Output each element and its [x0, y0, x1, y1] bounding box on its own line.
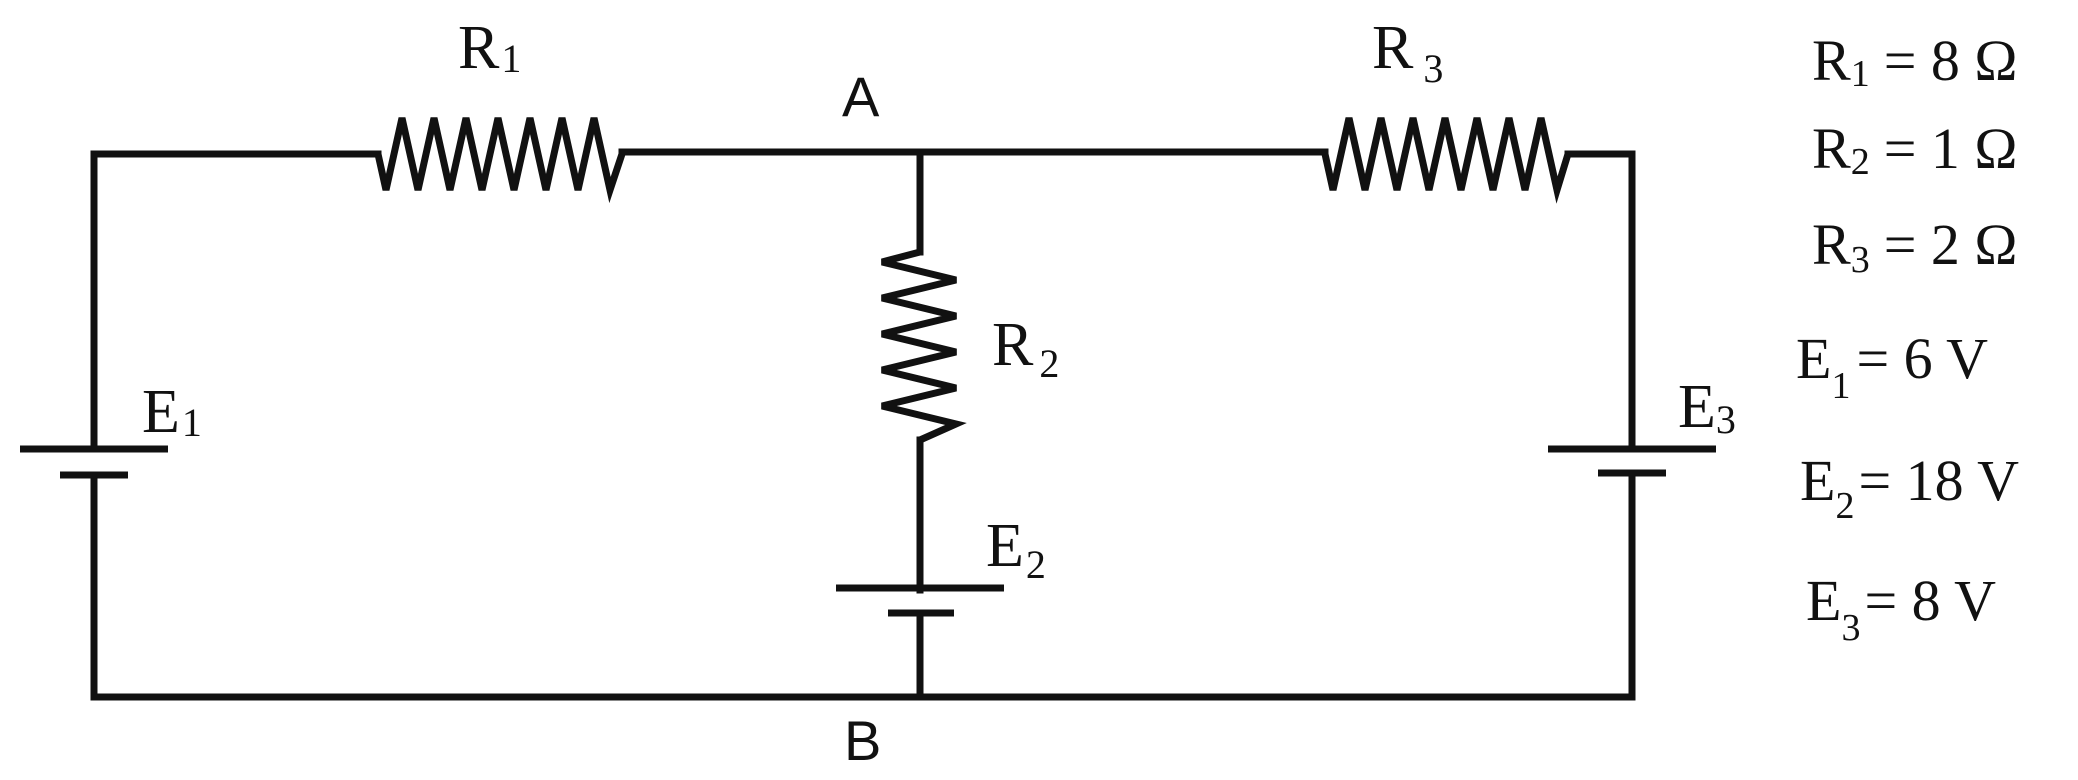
label-e3: E3: [1678, 373, 1736, 442]
value-e1: E1= 6 V: [1796, 326, 1988, 407]
resistor-r3: [1321, 117, 1572, 204]
value-r2: R2= 1 Ω: [1812, 116, 2018, 183]
node-label-a: A: [842, 65, 880, 128]
resistor-r1: [374, 117, 626, 204]
value-e2: E2= 18 V: [1800, 448, 2019, 527]
value-e3: E3= 8 V: [1806, 568, 1996, 649]
label-r1: R1: [458, 14, 521, 82]
battery-e3: [1548, 445, 1716, 477]
battery-e1: [20, 445, 168, 479]
label-e2: E2: [986, 512, 1046, 587]
value-r3: R3= 2 Ω: [1812, 212, 2018, 281]
value-r1: R1= 8 Ω: [1812, 28, 2018, 95]
wire-top-left: [90, 150, 382, 451]
values-list: R1= 8 Ω R2= 1 Ω R3= 2 Ω E1= 6 V E2= 18 V…: [1796, 28, 2019, 649]
battery-e2: [836, 584, 1004, 617]
wire-top-right: [1564, 150, 1636, 451]
wires: [90, 148, 1636, 701]
node-label-b: B: [844, 709, 881, 772]
resistor-r2: [881, 248, 967, 444]
label-e1: E1: [142, 378, 202, 446]
